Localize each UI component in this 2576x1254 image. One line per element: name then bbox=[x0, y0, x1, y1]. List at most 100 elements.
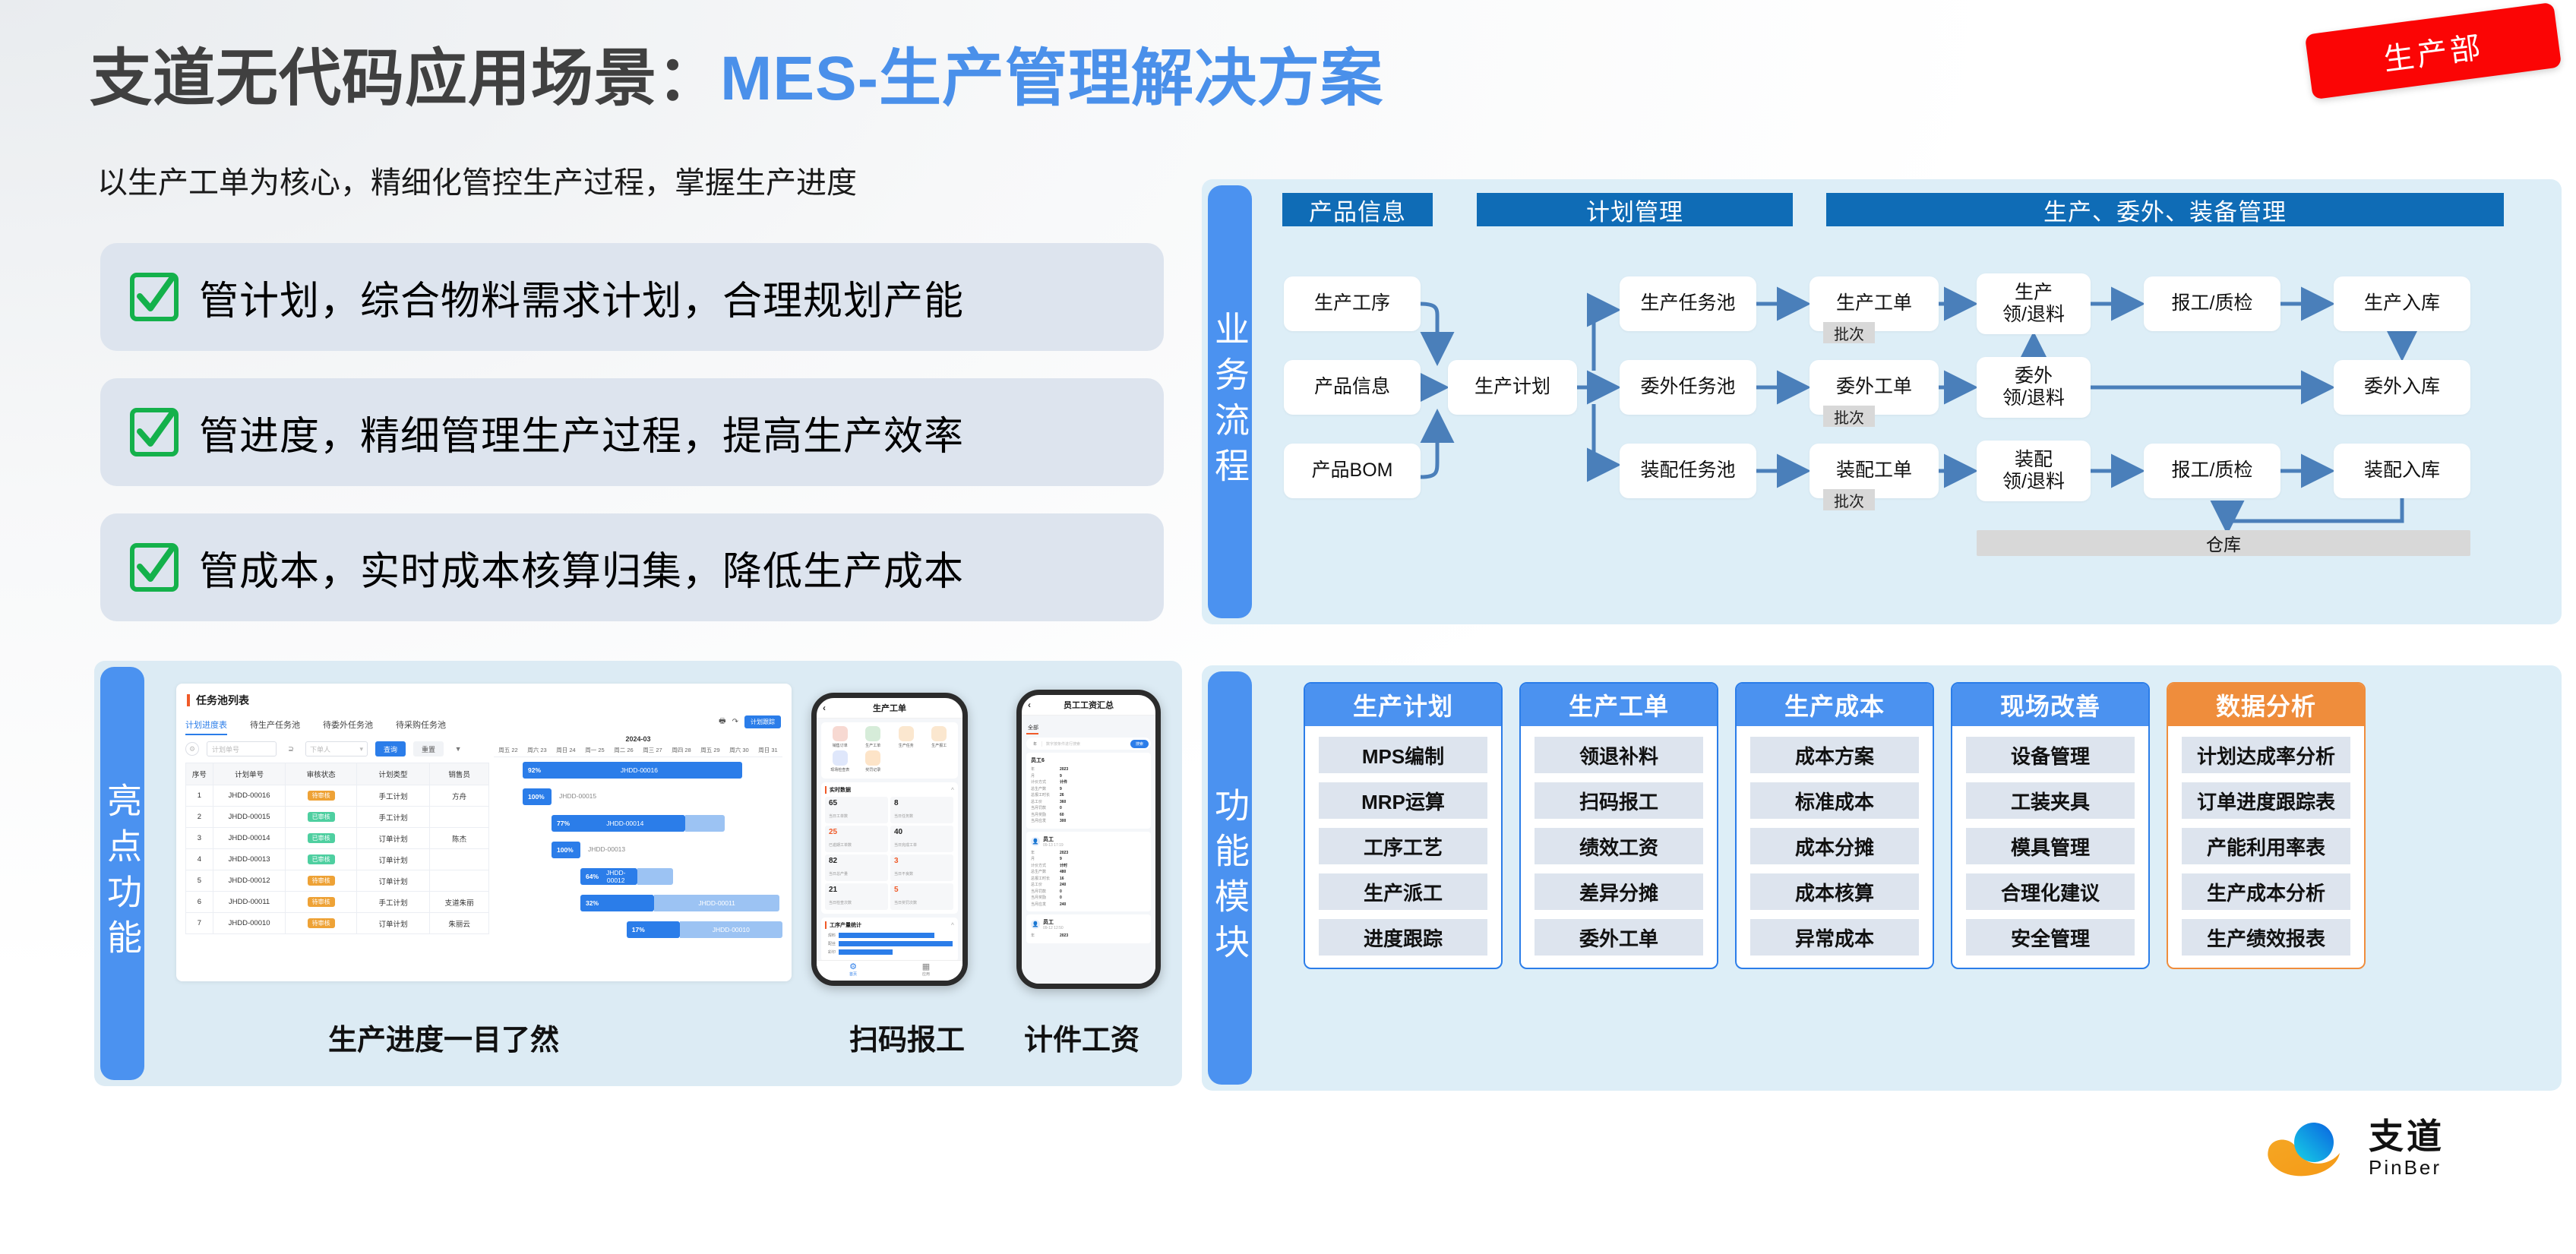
phone1-shortcut[interactable]: 生产工单 bbox=[857, 726, 890, 748]
phone2-search-input[interactable]: 数字按条件进行搜索 bbox=[1046, 741, 1081, 747]
filter-funnel-icon[interactable]: ▼ bbox=[454, 745, 462, 753]
function-module-item[interactable]: 计划达成率分析 bbox=[2182, 737, 2350, 773]
phone1-shortcut[interactable]: 销售订单 bbox=[823, 726, 857, 748]
gantt-bar[interactable]: 100% bbox=[552, 842, 580, 858]
gantt-row[interactable]: 100%JHDD-00015 bbox=[494, 784, 782, 810]
flow-node-bg1[interactable]: 报工/质检 bbox=[2144, 276, 2280, 331]
plan-track-button[interactable]: 计划跟踪 bbox=[744, 715, 781, 728]
app-tab-3[interactable]: 待采购任务池 bbox=[396, 721, 446, 730]
function-module-item[interactable]: MRP运算 bbox=[1319, 782, 1487, 819]
function-module-item[interactable]: 扫码报工 bbox=[1535, 782, 1703, 819]
phone1-shortcut[interactable]: 生产任务 bbox=[890, 726, 923, 748]
gantt-row[interactable]: 64%JHDD-00012 bbox=[494, 864, 782, 890]
owner-select[interactable]: 下单人▾ bbox=[305, 741, 368, 757]
tabbar-apps[interactable]: ▦应用 bbox=[890, 961, 962, 981]
function-module-item[interactable]: 委外工单 bbox=[1535, 919, 1703, 956]
function-module-item[interactable]: 模具管理 bbox=[1966, 828, 2135, 864]
contains-operator-icon[interactable]: ⊇ bbox=[288, 744, 294, 753]
app-tab-0[interactable]: 计划进度表 bbox=[185, 719, 227, 735]
shortcut-label: 生产任务 bbox=[898, 744, 914, 748]
flow-node-gc[interactable]: 生产工序 bbox=[1284, 276, 1421, 331]
function-module-item[interactable]: 订单进度跟踪表 bbox=[2182, 782, 2350, 819]
gantt-row[interactable]: 92%JHDD-00016 bbox=[494, 757, 782, 784]
function-module-item[interactable]: 工装夹具 bbox=[1966, 782, 2135, 819]
flow-node-zprwc[interactable]: 装配任务池 bbox=[1620, 444, 1756, 498]
feature-card-1: 管进度，精细管理生产过程，提高生产效率 bbox=[100, 378, 1164, 486]
phone1-shortcut[interactable]: 生产报工 bbox=[923, 726, 956, 748]
gantt-bar[interactable]: 77%JHDD-00014 bbox=[552, 815, 685, 832]
function-module-item[interactable]: 工序工艺 bbox=[1319, 828, 1487, 864]
gantt-bar[interactable]: 100% bbox=[523, 788, 552, 805]
flow-node-scrk[interactable]: 生产入库 bbox=[2334, 276, 2470, 331]
function-module-item[interactable]: 设备管理 bbox=[1966, 737, 2135, 773]
gantt-bar[interactable]: 92%JHDD-00016 bbox=[523, 762, 742, 779]
chevron-up-icon[interactable]: ^ bbox=[950, 922, 954, 928]
gantt-row[interactable]: 77%JHDD-00014 bbox=[494, 810, 782, 837]
gantt-day-7: 周五 29 bbox=[700, 747, 720, 753]
phone1-shortcut[interactable]: 奖罚记录 bbox=[857, 750, 890, 772]
function-module-item[interactable]: 进度跟踪 bbox=[1319, 919, 1487, 956]
function-module-item[interactable]: 领退补料 bbox=[1535, 737, 1703, 773]
gantt-bar[interactable]: 17% bbox=[626, 921, 680, 938]
function-module-item[interactable]: MPS编制 bbox=[1319, 737, 1487, 773]
function-module-item[interactable]: 成本核算 bbox=[1750, 873, 1919, 910]
cell-status: 待审核 bbox=[285, 891, 357, 913]
search-button[interactable]: 查询 bbox=[375, 741, 406, 757]
flow-node-wwll[interactable]: 委外领/退料 bbox=[1977, 357, 2091, 418]
flow-node-wwrwc[interactable]: 委外任务池 bbox=[1620, 360, 1756, 415]
function-module-item[interactable]: 生产派工 bbox=[1319, 873, 1487, 910]
phone2-year-select[interactable]: 年 bbox=[1029, 741, 1043, 747]
app-tab-1[interactable]: 待生产任务池 bbox=[250, 721, 300, 730]
function-module-item[interactable]: 异常成本 bbox=[1750, 919, 1919, 956]
reset-button[interactable]: 重置 bbox=[413, 741, 444, 757]
function-module-item[interactable]: 产能利用率表 bbox=[2182, 828, 2350, 864]
function-module-item[interactable]: 标准成本 bbox=[1750, 782, 1919, 819]
function-module-item[interactable]: 生产绩效报表 bbox=[2182, 919, 2350, 956]
gantt-bar[interactable]: 64%JHDD-00012 bbox=[580, 868, 638, 885]
flow-node-scjh[interactable]: 生产计划 bbox=[1448, 360, 1577, 415]
row-key: 年 bbox=[1031, 933, 1035, 938]
function-module-item[interactable]: 成本分摊 bbox=[1750, 828, 1919, 864]
phone2-tab-all[interactable]: 全部 bbox=[1026, 721, 1038, 734]
function-module-item[interactable]: 差异分摊 bbox=[1535, 873, 1703, 910]
function-module-item[interactable]: 安全管理 bbox=[1966, 919, 2135, 956]
settings-circle-icon[interactable]: ⚙ bbox=[185, 742, 199, 756]
cell-plan: JHDD-00015 bbox=[212, 806, 286, 828]
flow-node-zprk[interactable]: 装配入库 bbox=[2334, 444, 2470, 498]
app-tab-2[interactable]: 待委外任务池 bbox=[323, 721, 373, 730]
flow-node-wwrk[interactable]: 委外入库 bbox=[2334, 360, 2470, 415]
flow-node-scll[interactable]: 生产领/退料 bbox=[1977, 273, 2091, 334]
flow-node-bom[interactable]: 产品BOM bbox=[1284, 444, 1421, 498]
function-module-item[interactable]: 合理化建议 bbox=[1966, 873, 2135, 910]
plan-no-input[interactable]: 计划单号 bbox=[207, 741, 277, 757]
flow-node-zpll[interactable]: 装配领/退料 bbox=[1977, 441, 2091, 501]
tabbar-home[interactable]: ⚙首页 bbox=[817, 961, 890, 981]
back-chevron-icon[interactable]: ‹ bbox=[1028, 700, 1031, 710]
gantt-row[interactable]: 100%JHDD-00013 bbox=[494, 837, 782, 864]
function-module-item[interactable]: 生产成本分析 bbox=[2182, 873, 2350, 910]
export-icon[interactable]: ↷ bbox=[732, 718, 738, 726]
function-module-item[interactable]: 成本方案 bbox=[1750, 737, 1919, 773]
phone1-shortcut[interactable]: 现场检查表 bbox=[823, 750, 857, 772]
print-icon[interactable]: 🖶 bbox=[719, 717, 726, 725]
flow-node-cpxx[interactable]: 产品信息 bbox=[1284, 360, 1421, 415]
function-module-item[interactable]: 绩效工资 bbox=[1535, 828, 1703, 864]
gantt-bar[interactable]: 32% bbox=[580, 895, 654, 911]
flow-node-scrwc[interactable]: 生产任务池 bbox=[1620, 276, 1756, 331]
flow-node-bg2[interactable]: 报工/质检 bbox=[2144, 444, 2280, 498]
back-chevron-icon[interactable]: ‹ bbox=[823, 703, 826, 713]
phone2-search-button[interactable]: 搜索 bbox=[1130, 739, 1149, 748]
chevron-up-icon[interactable]: ^ bbox=[950, 787, 954, 793]
